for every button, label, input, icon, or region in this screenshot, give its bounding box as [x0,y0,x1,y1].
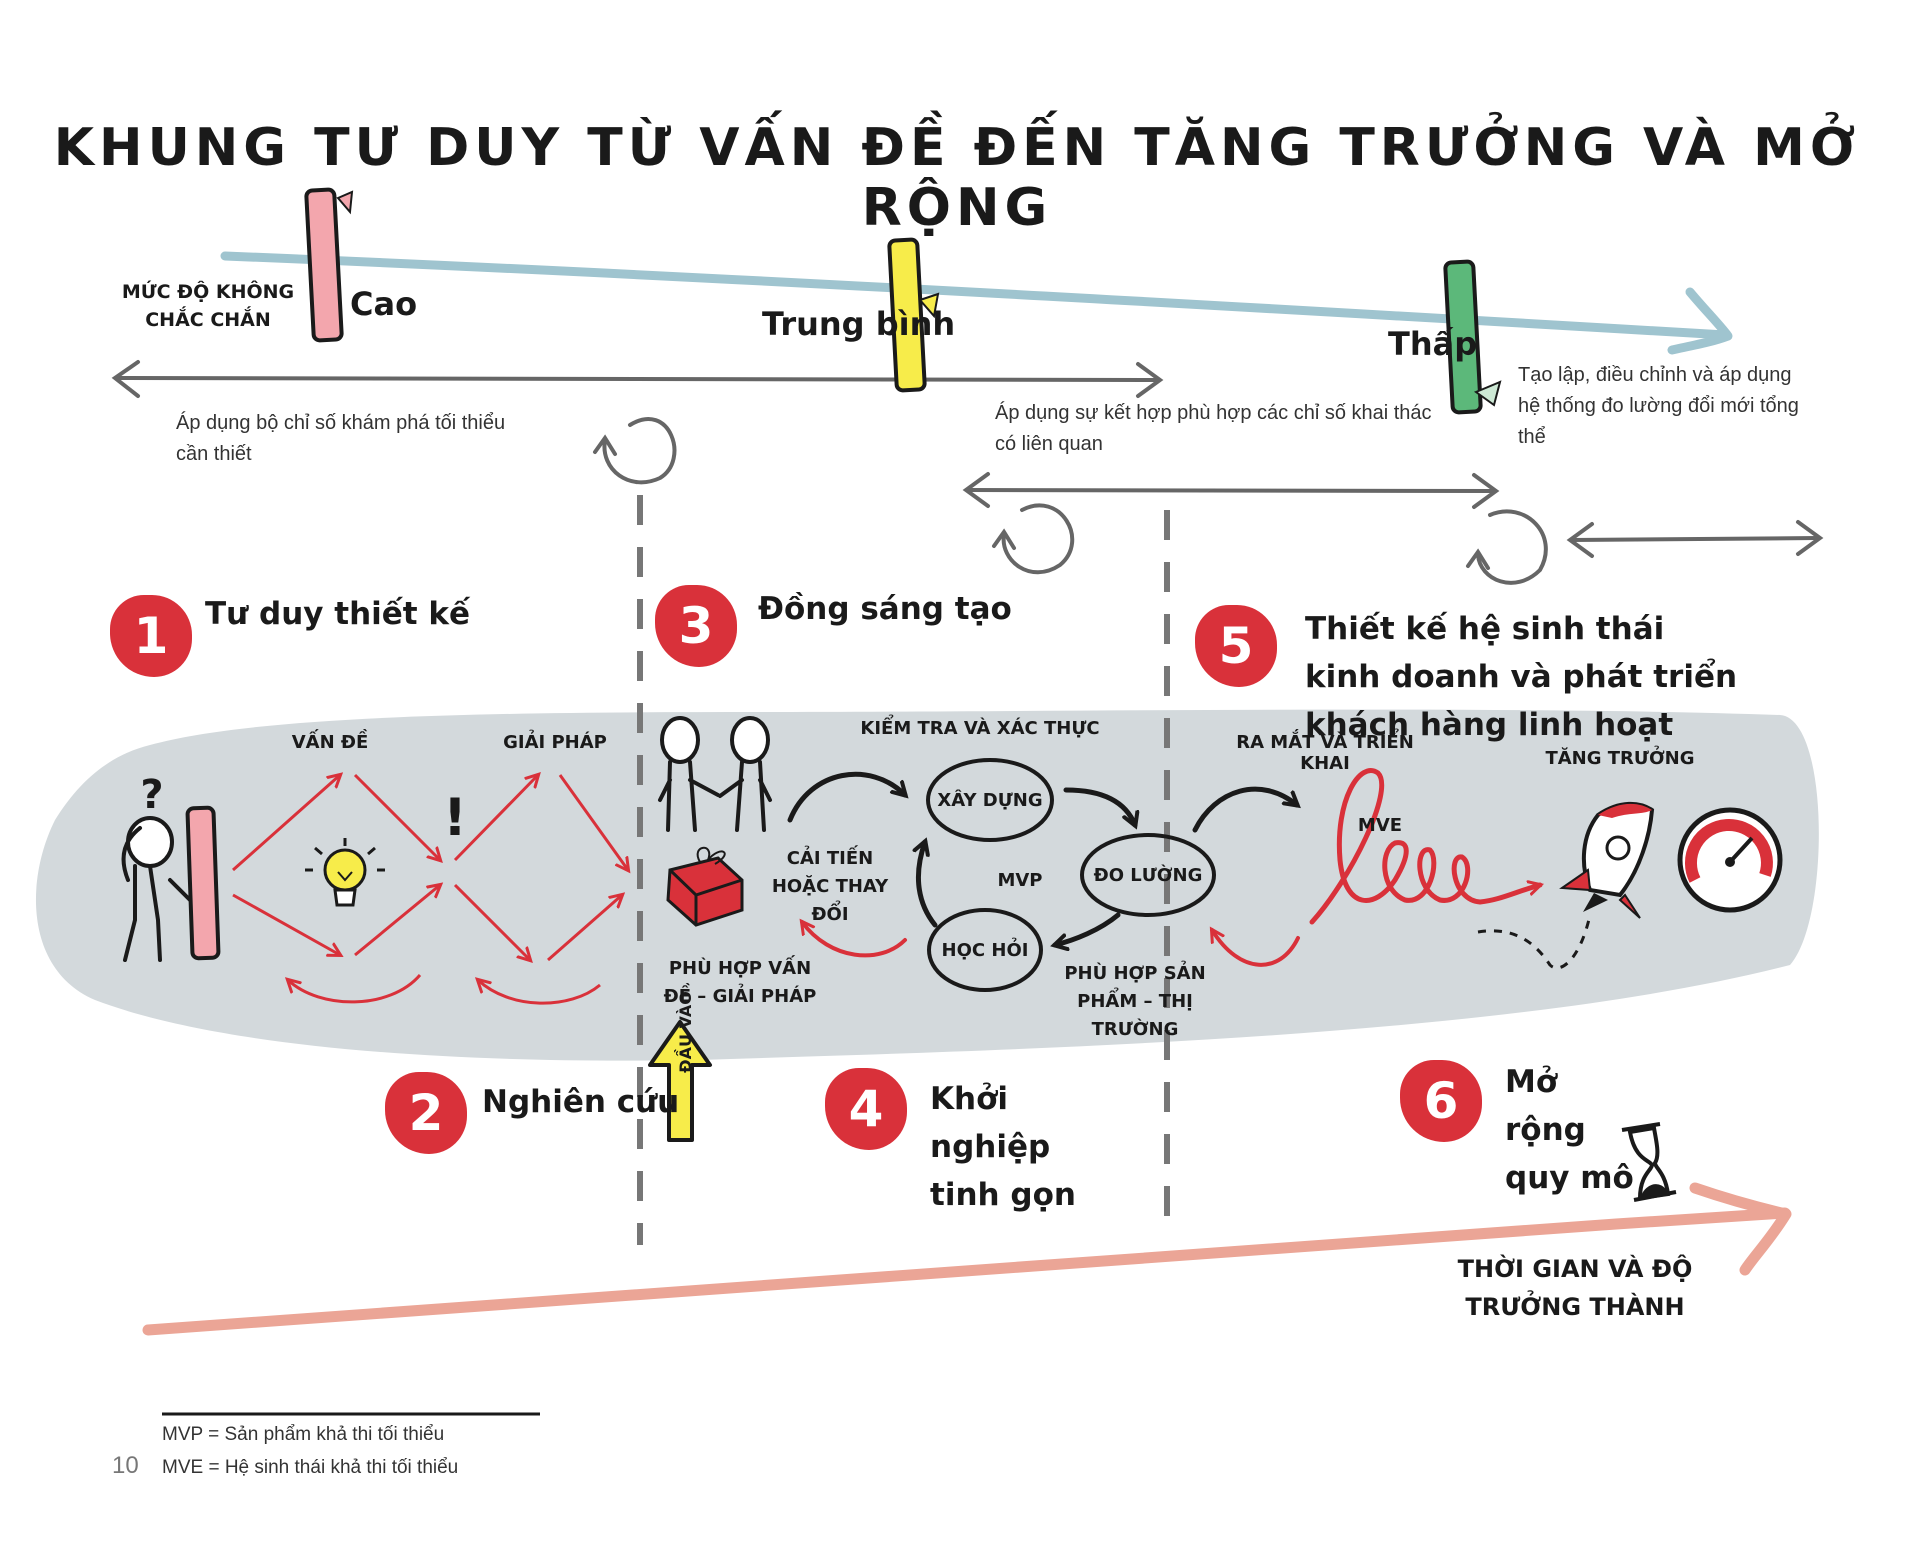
light-bulb-icon [305,838,385,907]
phase-label-6: Mở rộng quy mô [1505,1064,1634,1196]
measure-node [1080,833,1216,917]
loop-icon [992,503,1075,575]
footnote-mvp: MVP = Sản phẩm khả thi tối thiểu [162,1424,445,1445]
thinker-figure-icon [121,816,192,962]
page-number: 10 [112,1452,139,1479]
rocket-trail [1477,914,1592,970]
double-diamond-arrows [232,775,628,1005]
loop-icon [593,417,677,485]
exclamation-icon: ! [443,788,467,848]
note-operational-metrics: Áp dụng sự kết hợp phù hợp các chỉ số kh… [995,402,1432,455]
uncertainty-axis-label: MỨC ĐỘ KHÔNG CHẮC CHẮN [121,281,295,331]
label-problem: VẤN ĐỀ [291,732,369,753]
page-title: KHUNG TƯ DUY TỪ VẤN ĐỀ ĐẾN TĂNG TRƯỞNG V… [53,118,1861,238]
phase-badge-1: 1 [110,595,192,677]
lean-loop-arrows [787,771,1297,945]
uncertainty-trend-arrow [220,251,1730,340]
label-mve: MVE [1357,815,1403,836]
people-icon [658,716,772,832]
label-build: XÂY DỰNG [937,790,1043,811]
phase-label-4: Khởi nghiệp tinh gọn [930,1081,1076,1213]
process-band [35,709,1819,1061]
note-ecosystem-metrics: Tạo lập, điều chỉnh và áp dụng hệ thống … [1518,364,1799,448]
phase-label-2: Nghiên cứu [482,1084,680,1120]
build-node [926,758,1054,842]
phase-badge-4: 4 [825,1068,907,1150]
input-arrow-icon [648,1020,712,1142]
gift-box-icon [666,846,744,927]
uncertainty-level-medium: Trung bình [762,305,956,343]
label-measure: ĐO LƯỜNG [1093,865,1203,886]
label-problem-solution-fit: PHÙ HỢP VẤN ĐỀ – GIẢI PHÁP [663,958,817,1007]
pivot-arrows [802,922,1300,967]
time-axis-label: THỜI GIAN VÀ ĐỘ TRƯỞNG THÀNH [1457,1255,1693,1321]
operational-range-arrow [967,488,1495,493]
label-pivot: CẢI TIẾN HOẶC THAY ĐỔI [771,848,889,925]
mve-squiggle-icon [1309,768,1540,925]
ruler-high-icon [304,187,354,343]
hourglass-icon [1621,1122,1677,1202]
label-growth: TĂNG TRƯỞNG [1545,748,1695,769]
label-input: ĐẦU VÀO [676,991,695,1073]
footnote-mve: MVE = Hệ sinh thái khả thi tối thiểu [162,1457,459,1478]
uncertainty-level-high: Cao [350,285,418,323]
phase-badge-3: 3 [655,585,737,667]
learn-node [927,908,1043,992]
uncertainty-level-low: Thấp [1388,325,1478,363]
label-product-market-fit: PHÙ HỢP SẢN PHẨM – THỊ TRƯỜNG [1064,963,1206,1040]
label-solution: GIẢI PHÁP [503,732,607,753]
phase-label-3: Đồng sáng tạo [758,591,1012,627]
label-mvp: MVP [997,870,1043,891]
ruler-low-icon [1443,259,1502,415]
phase-label-1: Tư duy thiết kế [205,596,471,632]
phase-badge-2: 2 [385,1072,467,1154]
question-mark-icon: ? [140,772,163,818]
ruler-icon [185,805,221,961]
phase-label-5: Thiết kế hệ sinh thái kinh doanh và phát… [1305,611,1738,743]
label-launch: RA MẮT VÀ TRIỂN KHAI [1236,732,1414,774]
ecosystem-range-arrow [1571,536,1819,542]
phase-badge-5: 5 [1195,605,1277,687]
loop-icon [1466,509,1548,585]
label-validate: KIỂM TRA VÀ XÁC THỰC [860,718,1100,739]
phase-badge-6: 6 [1400,1060,1482,1142]
discovery-range-arrow [117,376,1159,382]
rocket-icon [1559,801,1655,919]
time-maturity-arrow [142,1207,1791,1336]
gauge-icon [1677,807,1783,913]
label-learn: HỌC HỎI [941,940,1029,961]
note-discovery-metrics: Áp dụng bộ chỉ số khám phá tối thiểu cần… [176,412,506,465]
ruler-medium-icon [887,237,940,393]
